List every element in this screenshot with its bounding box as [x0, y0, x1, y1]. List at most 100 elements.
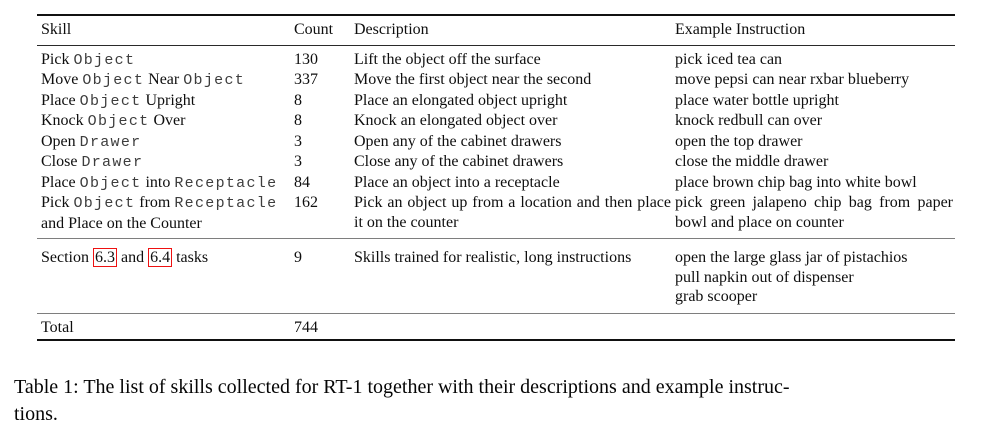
count-cell: 3	[294, 153, 302, 170]
skill-text: Upright	[141, 91, 196, 109]
example-instruction-cell: place water bottle upright	[675, 91, 955, 112]
count-cell: 8	[294, 112, 302, 129]
skill-code-term: Object	[79, 92, 142, 110]
example-line: open the top drawer	[675, 132, 803, 150]
table-header: Skill Count Description Example Instruct…	[37, 15, 955, 46]
example-instruction-cell: pick green jalapeno chip bag from paper …	[675, 193, 955, 239]
count-cell: 84	[294, 173, 310, 191]
example-instruction-cell: knock redbull can over	[675, 111, 955, 132]
skill-text: Open	[41, 132, 80, 150]
skill-text: Pick	[41, 194, 74, 211]
example-instruction-cell: place brown chip bag into white bowl	[675, 173, 955, 194]
example-line: pick green jalapeno chip bag from paper …	[675, 194, 953, 231]
column-header-skill: Skill	[37, 15, 294, 46]
skill-text: Place	[41, 91, 80, 109]
skill-cell: Pick Object from Receptacle and Place on…	[37, 193, 294, 239]
skill-text: Close	[41, 153, 82, 170]
skills-table: Skill Count Description Example Instruct…	[37, 14, 955, 341]
example-line: move pepsi can near rxbar blueberry	[675, 71, 910, 88]
column-header-count: Count	[294, 15, 354, 46]
example-line: open the large glass jar of pistachios	[675, 249, 908, 266]
count-cell: 162	[294, 194, 318, 211]
count-cell: 8	[294, 91, 302, 109]
example-instruction-cell: move pepsi can near rxbar blueberry	[675, 70, 955, 91]
skill-code-term: Object	[82, 72, 145, 89]
example-line: knock redbull can over	[675, 112, 823, 129]
description-cell: Place an elongated object upright	[354, 91, 568, 109]
total-empty-description	[354, 313, 675, 340]
skill-cell: Move Object Near Object	[37, 70, 294, 91]
example-line: pull napkin out of dispenser	[675, 268, 854, 286]
skill-cell: Pick Object	[37, 45, 294, 70]
skill-text: Pick	[41, 50, 74, 68]
description-cell: Place an object into a receptacle	[354, 173, 560, 191]
page: Skill Count Description Example Instruct…	[0, 14, 995, 422]
description-cell: Lift the object off the surface	[354, 50, 541, 68]
skill-cell: Knock Object Over	[37, 111, 294, 132]
column-header-description: Description	[354, 15, 675, 46]
skill-code-term: Receptacle	[174, 174, 278, 192]
skills-table-container: Skill Count Description Example Instruct…	[37, 14, 955, 341]
count-cell: 337	[294, 71, 318, 88]
example-line: place water bottle upright	[675, 91, 839, 109]
skill-code-term: Drawer	[81, 154, 144, 171]
skill-text: into	[141, 173, 175, 191]
skill-cell: Section 6.3 and 6.4 tasks	[37, 239, 294, 314]
skill-code-term: Object	[79, 174, 142, 192]
table-body-total: Total 744	[37, 313, 955, 340]
description-cell: Move the first object near the second	[354, 71, 592, 88]
header-row: Skill Count Description Example Instruct…	[37, 15, 955, 46]
skill-text: Section	[41, 249, 93, 266]
skill-code-term: Object	[183, 72, 246, 89]
table-row: Pick Object from Receptacle and Place on…	[37, 193, 955, 239]
total-empty-example	[675, 313, 955, 340]
description-cell: Close any of the cabinet drawers	[354, 153, 564, 170]
skill-text: Place	[41, 173, 80, 191]
skill-cell: Place Object Upright	[37, 91, 294, 112]
example-instruction-cell: pick iced tea can	[675, 45, 955, 70]
description-cell: Knock an elongated object over	[354, 112, 558, 129]
skill-text: from	[135, 194, 175, 211]
skill-text: and Place on the Counter	[41, 214, 202, 232]
skill-code-term: Object	[73, 51, 136, 69]
skill-text: tasks	[172, 249, 209, 266]
example-line: pick iced tea can	[675, 50, 783, 68]
table-caption: Table 1: The list of skills collected fo…	[14, 374, 985, 422]
section-link-6-3[interactable]: 6.3	[93, 248, 117, 267]
description-cell: Skills trained for realistic, long instr…	[354, 249, 632, 266]
example-line: grab scooper	[675, 288, 758, 305]
skill-text: Over	[149, 112, 186, 129]
skill-code-term: Drawer	[79, 133, 142, 151]
skill-cell: Open Drawer	[37, 132, 294, 153]
example-instruction-cell: open the large glass jar of pistachios pu…	[675, 239, 955, 314]
column-header-example-instruction: Example Instruction	[675, 15, 955, 46]
skill-cell: Place Object into Receptacle	[37, 173, 294, 194]
count-cell: 9	[294, 249, 302, 266]
skill-text: Near	[144, 71, 184, 88]
caption-line-1: Table 1: The list of skills collected fo…	[14, 376, 790, 398]
count-cell: 130	[294, 50, 318, 68]
skill-text: and	[117, 249, 149, 266]
skill-text: Move	[41, 71, 83, 88]
skill-code-term: Object	[87, 113, 150, 130]
section-link-6-4[interactable]: 6.4	[148, 248, 173, 267]
count-cell: 3	[294, 132, 302, 150]
caption-line-2: tions.	[14, 403, 58, 422]
example-instruction-cell: open the top drawer	[675, 132, 955, 153]
description-cell: Open any of the cabinet drawers	[354, 132, 562, 150]
skill-code-term: Object	[73, 195, 136, 212]
example-line: place brown chip bag into white bowl	[675, 173, 917, 191]
example-instruction-cell: close the middle drawer	[675, 152, 955, 173]
example-line: close the middle drawer	[675, 153, 829, 170]
total-row: Total 744	[37, 313, 955, 340]
table-row: Close Drawer 3 Close any of the cabinet dr…	[37, 152, 955, 173]
skill-text: Knock	[41, 112, 88, 129]
